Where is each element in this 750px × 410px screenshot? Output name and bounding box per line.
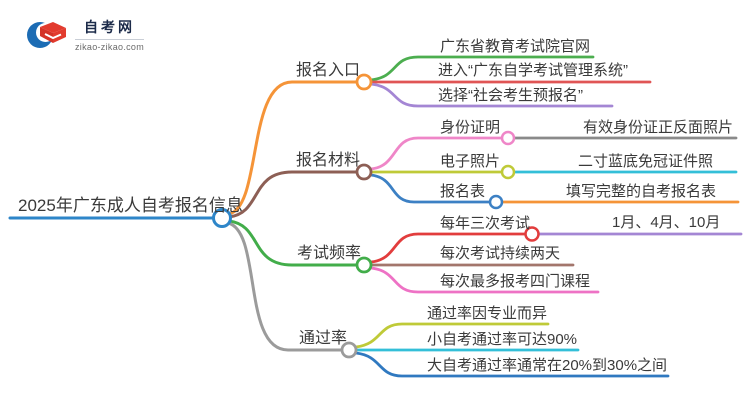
leaf-node: 1月、4月、10月 (612, 214, 721, 231)
branch-1-child-0-circle (500, 130, 516, 146)
leaf-node: 电子照片 (440, 153, 501, 170)
leaf-node: 选择“社会考生预报名” (438, 87, 583, 104)
branch-1-line (227, 170, 359, 219)
logo-domain: zikao-zikao.com (75, 38, 145, 52)
site-logo: 自考网 zikao-zikao.com (26, 16, 145, 52)
leaf-node: 报名表 (440, 183, 486, 200)
branch-0-child-2-line (369, 82, 614, 108)
branch-node-pass-rate: 通过率 (299, 330, 348, 347)
branch-2-child-0-line (369, 232, 527, 264)
branch-0-line (227, 80, 359, 216)
branch-2-line (227, 219, 359, 267)
branch-node-signup-materials: 报名材料 (296, 152, 361, 169)
branch-3-circle (340, 341, 358, 359)
logo-graduation-cap-icon (27, 22, 66, 48)
logo-text-block: 自考网 zikao-zikao.com (75, 17, 145, 52)
leaf-node: 有效身份证正反面照片 (583, 119, 734, 136)
branch-node-signup-entry: 报名入口 (296, 62, 361, 79)
leaf-node: 每次最多报考四门课程 (440, 273, 591, 290)
branch-1-child-1-circle (500, 164, 516, 180)
branch-3-child-0-line (354, 322, 550, 349)
branch-1-child-0-line (369, 136, 503, 171)
logo-title: 自考网 (84, 18, 136, 35)
root-node: 2025年广东成人自考报名信息 (18, 196, 243, 215)
leaf-node: 填写完整的自考报名表 (566, 183, 717, 200)
branch-2-circle (355, 256, 373, 274)
leaf-node: 进入“广东自学考试管理系统” (438, 62, 628, 79)
branch-node-exam-frequency: 考试频率 (297, 245, 362, 262)
branch-0-circle (355, 73, 373, 91)
branch-0-child-0-line (369, 55, 595, 82)
root-circle (212, 208, 232, 228)
leaf-node: 广东省教育考试院官网 (440, 38, 591, 55)
leaf-node: 二寸蓝底免冠证件照 (578, 153, 714, 170)
branch-1-circle (355, 163, 373, 181)
branch-2-child-2-line (369, 266, 600, 294)
branch-3-child-2-line (354, 351, 670, 378)
branch-3-line (226, 221, 343, 352)
branch-2-child-0-circle (524, 226, 540, 242)
leaf-node: 小自考通过率可达90% (427, 331, 578, 348)
leaf-node: 大自考通过率通常在20%到30%之间 (427, 357, 668, 374)
leaf-node: 每年三次考试 (440, 215, 531, 232)
leaf-node: 通过率因专业而异 (427, 305, 548, 322)
branch-1-child-2-circle (488, 194, 504, 210)
leaf-node: 每次考试持续两天 (440, 245, 561, 262)
leaf-node: 身份证明 (440, 119, 501, 136)
branch-1-child-2-line (369, 173, 491, 204)
